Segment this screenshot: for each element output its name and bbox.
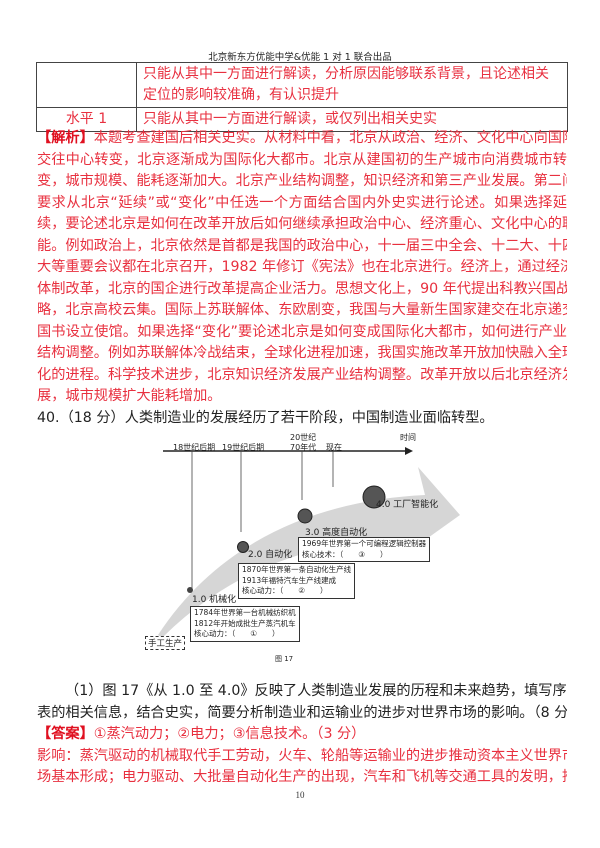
analysis-line: 【解析】本题考查建国后相关史实。从材料中看，北京从政治、经济、文化中心向国际 xyxy=(37,128,567,150)
analysis-line: 续，要论述北京是如何在改革开放后如何继续承担政治中心、经济重心、文化中心的职 xyxy=(37,216,567,232)
stage-label: 1.0 机械化 xyxy=(192,595,237,605)
growth-arrow xyxy=(158,467,460,638)
analysis-label: 【解析】 xyxy=(37,130,94,146)
figure-17: 18世纪后期 19世纪后期 20世纪 70年代 现在 时间 1.0 机械化 2.… xyxy=(100,420,460,670)
box-line: 1969年世界第一个可编程逻辑控制器 xyxy=(302,539,427,548)
analysis-line: 能。例如政治上，北京依然是首都是我国的政治中心，十一届三中全会、十二大、十四 xyxy=(37,237,567,254)
stage-3-box: 1969年世界第一个可编程逻辑控制器核心技术：（ ③ ） xyxy=(298,537,431,562)
level-cell: 水平 1 xyxy=(36,107,137,132)
desc-line: 定位的影响较准确，有认识提升 xyxy=(143,87,339,103)
sub-question-1: （1）图 17《从 1.0 至 4.0》反映了人类制造业发展的历程和未来趋势，填… xyxy=(37,681,567,724)
analysis: 【解析】本题考查建国后相关史实。从材料中看，北京从政治、经济、文化中心向国际 交… xyxy=(37,128,567,408)
analysis-line: 大等重要会议都在北京召开，1982 年修订《宪法》也在北京进行。经济上，通过经济 xyxy=(37,259,567,275)
answer-line: 【答案】①蒸汽动力；②电力；③信息技术。（3 分） xyxy=(37,724,567,746)
box-line: 核心技术：（ ③ ） xyxy=(302,549,388,559)
stage-2-dot xyxy=(237,541,249,553)
box-line: 1913年福特汽车生产线建成 xyxy=(242,575,337,585)
impact-line: 影响：蒸汽驱动的机械取代手工劳动，火车、轮船等运输业的进步推动资本主义世界市 xyxy=(37,747,567,764)
page-number: 10 xyxy=(295,790,305,800)
timeline-label: 时间 xyxy=(400,433,416,442)
stage-label: 3.0 高度自动化 xyxy=(305,528,368,538)
impact-line: 场基本形成；电力驱动、大批量自动化生产的出现，汽车和飞机等交通工具的发明，推 xyxy=(37,769,567,785)
stage-3-dot xyxy=(297,508,313,524)
stage-4-dot xyxy=(362,485,386,509)
scoring-table: 只能从其中一方面进行解读，分析原因能够联系背景，且论述相关定位的影响较准确，有认… xyxy=(36,62,568,132)
answer: 【答案】①蒸汽动力；②电力；③信息技术。（3 分） 影响：蒸汽驱动的机械取代手工… xyxy=(37,724,567,789)
analysis-text: 本题考查建国后相关史实。从材料中看，北京从政治、经济、文化中心向国际 xyxy=(93,130,567,146)
answer-text: ①蒸汽动力；②电力；③信息技术。（3 分） xyxy=(93,726,366,742)
desc-cell: 只能从其中一方面进行解读，或仅列出相关史实 xyxy=(136,107,568,132)
box-line: 核心动力：（ ② ） xyxy=(242,586,328,595)
box-line: 核心动力：（ ① ） xyxy=(194,629,280,638)
analysis-line: 展，城市规模扩大能耗增加。 xyxy=(37,388,222,404)
arrow-diagram xyxy=(158,447,460,638)
analysis-line: 化的进程。科学技术进步，北京知识经济发展产业结构调整。改革开放以后北京经济发 xyxy=(37,366,567,383)
analysis-line: 结构调整。例如苏联解体冷战结束，全球化进程加速，我国实施改革开放加快融入全球 xyxy=(37,345,567,361)
timeline-label: 19世纪后期 xyxy=(222,443,265,452)
stage-1-dot xyxy=(187,587,193,593)
analysis-line: 体制改革，北京的国企进行改革提高企业活力。思想文化上，90 年代提出科教兴国战 xyxy=(37,280,567,297)
question-line: （1）图 17《从 1.0 至 4.0》反映了人类制造业发展的历程和未来趋势，填… xyxy=(65,683,567,699)
answer-label: 【答案】 xyxy=(37,726,94,742)
analysis-line: 要求从北京“延续”或“变化”中任选一个方面结合国内外史实进行论述。如果选择延 xyxy=(37,194,567,211)
start-label: 手工生产 xyxy=(145,636,186,650)
timeline-label: 20世纪 xyxy=(290,433,317,442)
timeline-label: 18世纪后期 xyxy=(173,443,216,452)
desc-line: 只能从其中一方面进行解读，分析原因能够联系背景，且论述相关 xyxy=(143,66,549,82)
box-line: 1870年世界第一条自动化生产线 xyxy=(242,565,352,574)
box-line: 1784年世界第一台机械纺织机 xyxy=(194,608,296,617)
table-row: 只能从其中一方面进行解读，分析原因能够联系背景，且论述相关定位的影响较准确，有认… xyxy=(36,62,568,108)
timeline-label: 现在 xyxy=(326,443,342,452)
box-line: 1812年开始成批生产蒸汽机车 xyxy=(194,618,296,628)
question-40: 40.（18 分）人类制造业的发展经历了若干阶段，中国制造业面临转型。 xyxy=(37,410,494,426)
figure-caption: 图 17 xyxy=(275,655,294,663)
timeline-arrowhead xyxy=(405,447,413,455)
desc-cell: 只能从其中一方面进行解读，分析原因能够联系背景，且论述相关定位的影响较准确，有认… xyxy=(136,62,568,108)
analysis-line: 变，城市规模、能耗逐渐加大。北京产业结构调整，知识经济和第三产业发展。第二问 xyxy=(37,173,567,189)
analysis-line: 略，北京高校云集。国际上苏联解体、东欧剧变，我国与大量新生国家建交在北京递交 xyxy=(37,302,567,318)
stage-label: 4.0 工厂智能化 xyxy=(376,500,439,510)
page-header: 北京新东方优能中学&优能 1 对 1 联合出品 xyxy=(208,52,392,63)
timeline-label: 70年代 xyxy=(290,443,317,452)
table-row: 水平 1 只能从其中一方面进行解读，或仅列出相关史实 xyxy=(36,107,568,132)
level-cell xyxy=(36,62,137,108)
question-line: 表的相关信息，结合史实，简要分析制造业和运输业的进步对世界市场的影响。（8 分） xyxy=(37,704,567,721)
stage-label: 2.0 自动化 xyxy=(248,550,293,560)
analysis-line: 国书设立使馆。如果选择“变化”要论述北京是如何变成国际化大都市，如何进行产业 xyxy=(37,323,567,340)
analysis-line: 交往中心转变，北京逐渐成为国际化大都市。北京从建国初的生产城市向消费城市转 xyxy=(37,151,567,168)
